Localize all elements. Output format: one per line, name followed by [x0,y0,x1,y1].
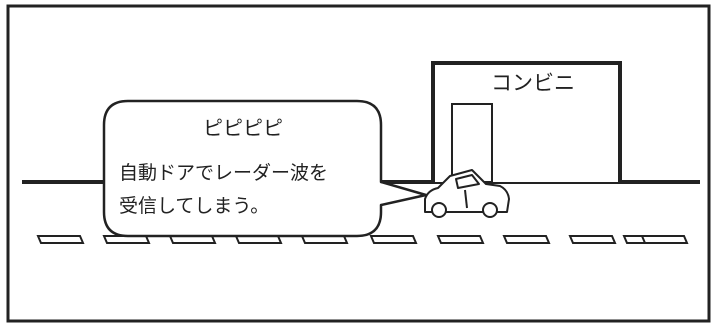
speech-bubble-shape [102,99,428,238]
car-wheel-rear [431,202,447,218]
lane-dash [640,235,689,244]
bubble-text-line-2: 受信してしまう。 [119,195,269,217]
car-window-front [455,174,480,189]
lane-dash [436,235,485,244]
lane-dash [36,235,85,244]
lane-dash [369,235,418,244]
convenience-store: コンビニ [431,61,622,183]
lane-markings [36,235,689,244]
car [424,169,510,218]
bubble-text-line-1: 自動ドアでレーダー波を [119,162,328,184]
lane-dash [568,235,617,244]
speech-bubble: ピピピピ 自動ドアでレーダー波を 受信してしまう。 [102,99,428,238]
car-door-line [464,189,468,209]
store-sign: コンビニ [491,71,575,95]
car-wheel-front [482,202,498,218]
car-body [424,169,510,213]
beep-sound-text: ピピピピ [203,116,283,140]
lane-dash [502,235,551,244]
